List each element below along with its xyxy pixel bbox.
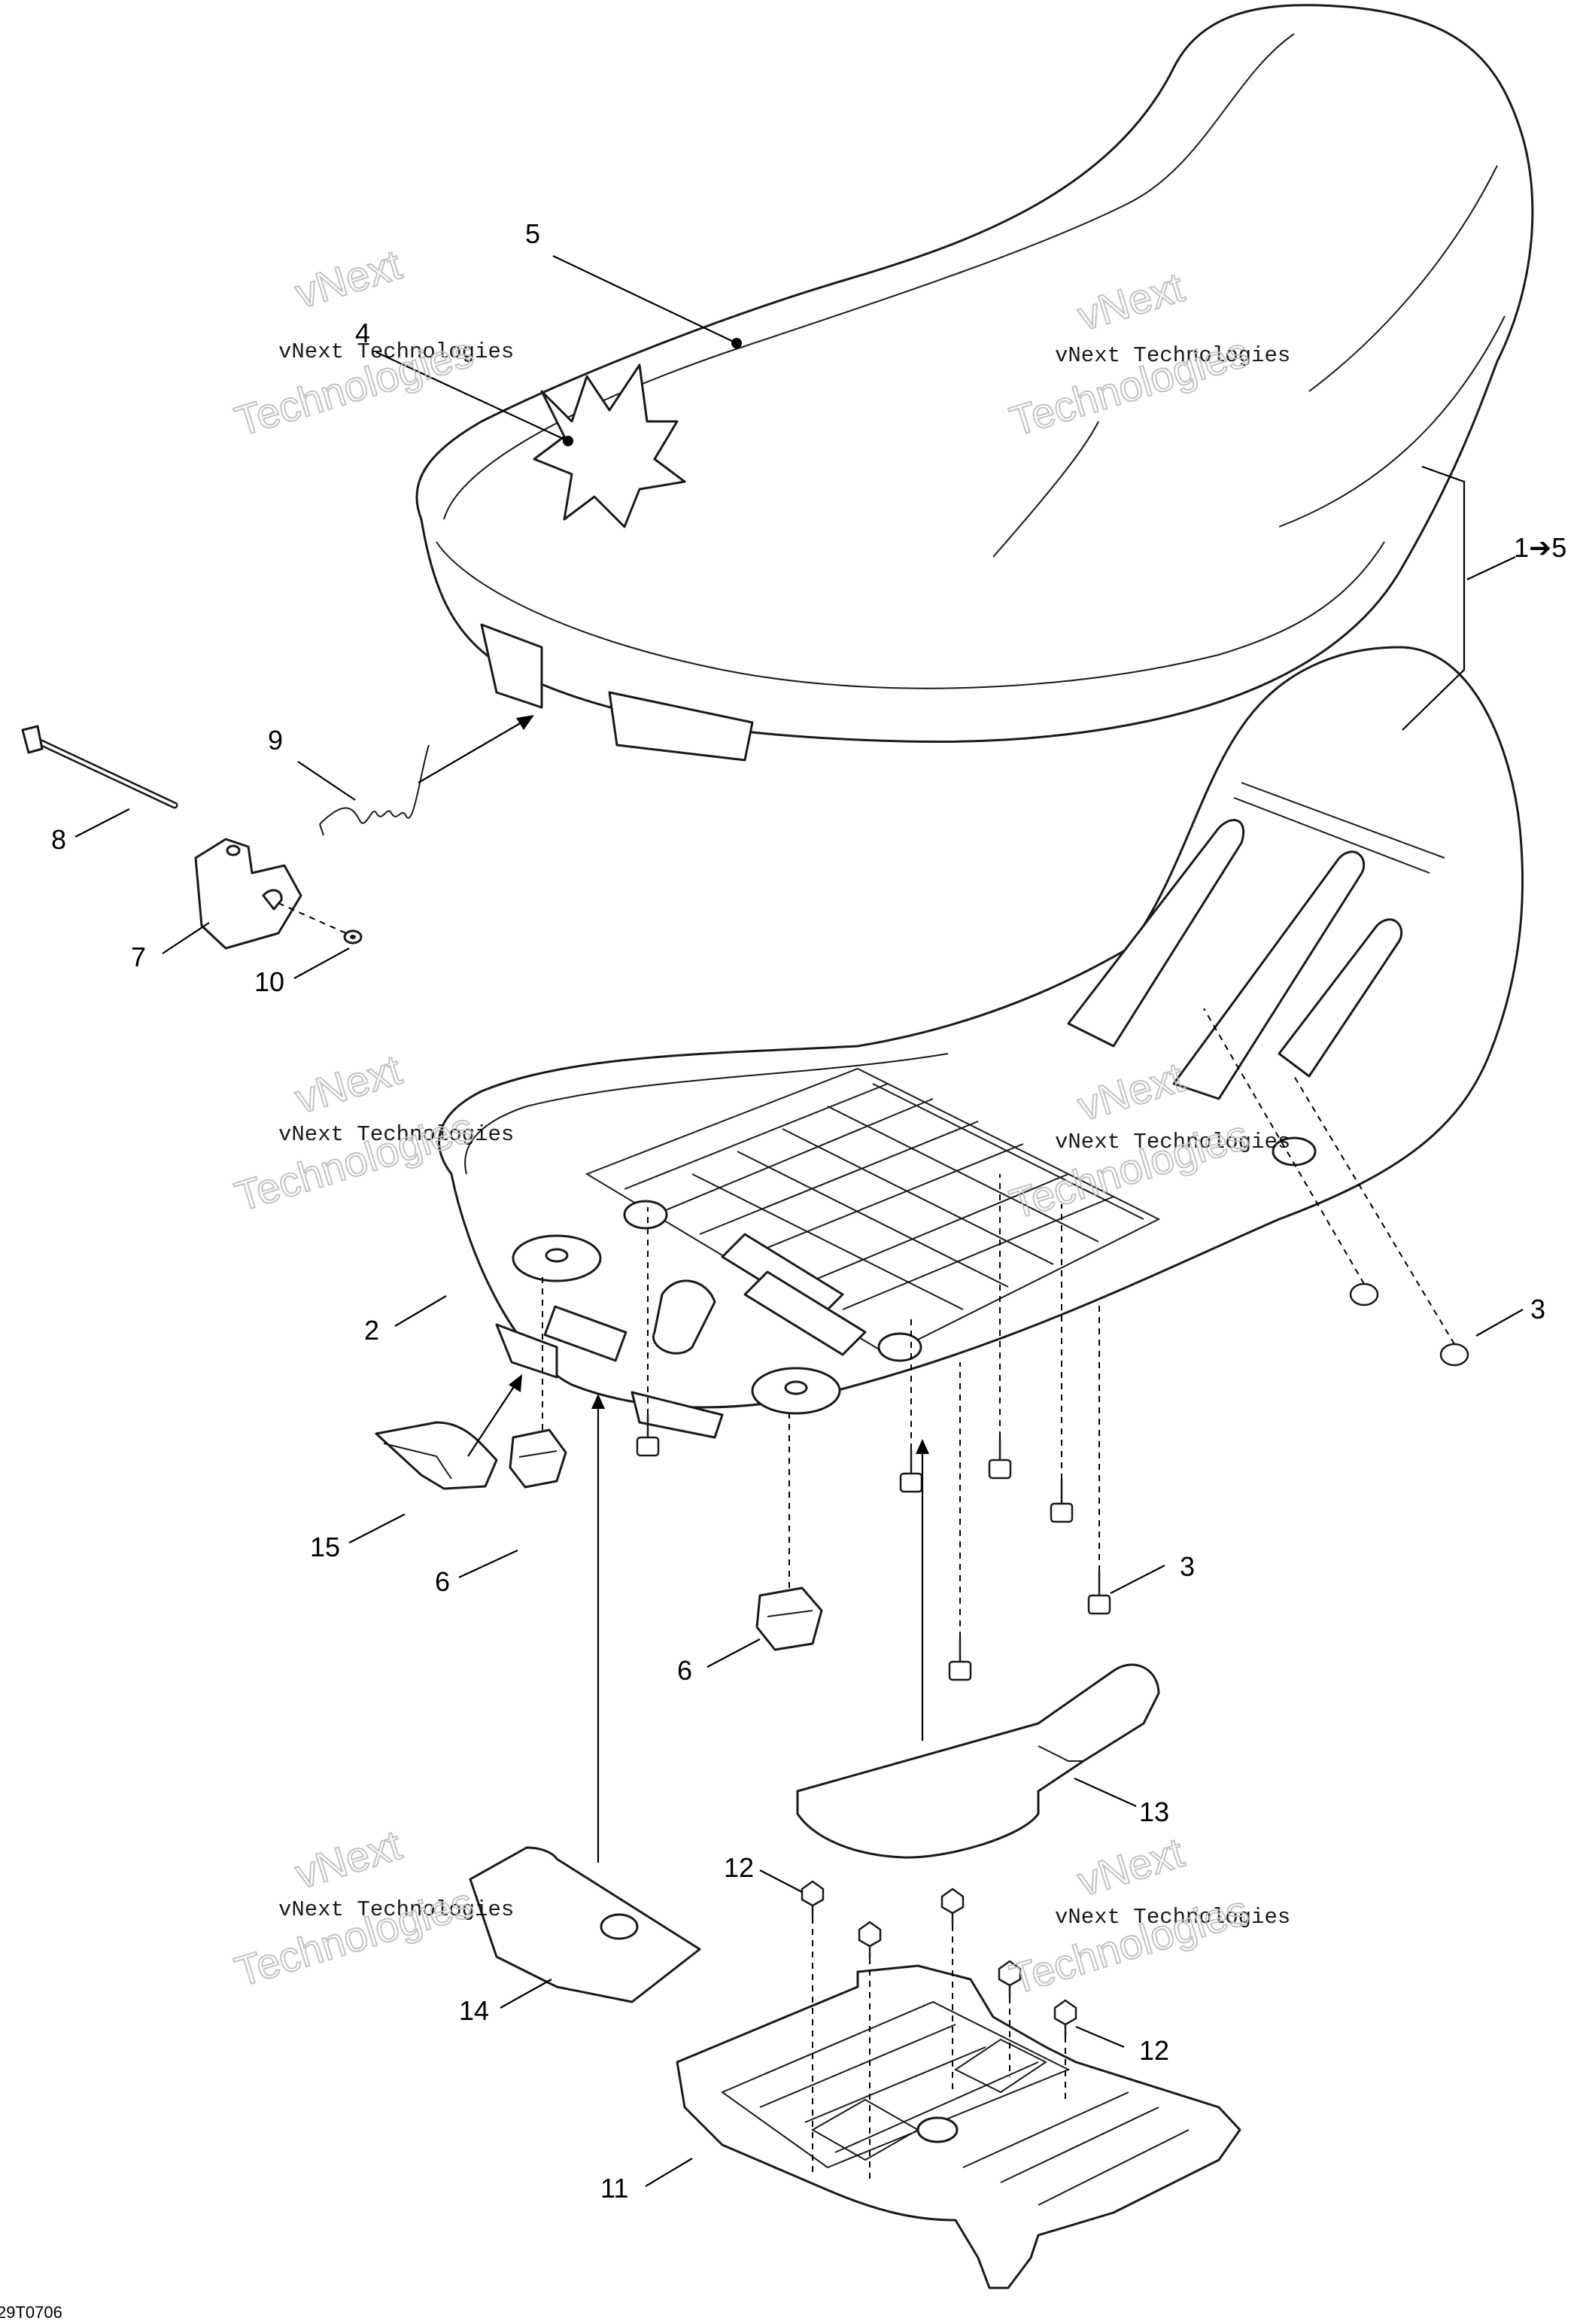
leader-lines xyxy=(74,255,1524,2187)
bolts xyxy=(801,1880,1077,2037)
callout-9: 9 xyxy=(268,725,283,756)
drawing-code: 29T0706 xyxy=(0,2303,62,2322)
svg-text:vNext Technologies: vNext Technologies xyxy=(1055,1130,1290,1154)
svg-text:vNext Technologies: vNext Technologies xyxy=(278,1122,514,1147)
callout-8: 8 xyxy=(51,824,66,855)
watermark-bottom-left: vNext vNext Technologies Technologies xyxy=(229,1820,514,1996)
callout-12b: 12 xyxy=(1139,2035,1169,2066)
svg-text:vNext: vNext xyxy=(1072,1828,1190,1905)
svg-text:vNext Technologies: vNext Technologies xyxy=(1055,1905,1290,1930)
skid-plate xyxy=(676,1880,1241,2289)
callout-13: 13 xyxy=(1139,1796,1169,1827)
callout-labels: 1➔5 2 3 3 4 5 6 6 7 8 9 10 11 12 12 13 1… xyxy=(51,218,1566,2204)
latch-hardware xyxy=(21,725,430,950)
callout-4: 4 xyxy=(355,318,370,348)
callout-6b: 6 xyxy=(677,1655,692,1686)
svg-text:vNext Technologies: vNext Technologies xyxy=(1055,343,1290,368)
svg-text:vNext: vNext xyxy=(290,1045,407,1122)
callout-14: 14 xyxy=(459,1995,489,2026)
callout-7: 7 xyxy=(131,941,146,972)
callout-3b: 3 xyxy=(1180,1551,1195,1582)
callout-15: 15 xyxy=(310,1532,340,1562)
svg-text:vNext: vNext xyxy=(290,1821,407,1897)
svg-text:vNext: vNext xyxy=(290,240,407,317)
assembly-arrows xyxy=(418,715,929,1863)
seat-base xyxy=(438,646,1524,1439)
kit-bracket xyxy=(1402,465,1516,731)
svg-text:vNext Technologies: vNext Technologies xyxy=(278,339,514,364)
seat-cushion xyxy=(415,4,1534,762)
svg-text:Technologies: Technologies xyxy=(229,1103,479,1221)
svg-text:Technologies: Technologies xyxy=(1004,1886,1253,2003)
callout-6a: 6 xyxy=(435,1566,450,1597)
callout-2: 2 xyxy=(364,1315,379,1346)
callout-1: 1➔5 xyxy=(1514,532,1566,563)
callout-12a: 12 xyxy=(724,1852,754,1883)
callout-10: 10 xyxy=(254,966,284,997)
callout-11: 11 xyxy=(600,2173,628,2204)
svg-text:vNext Technologies: vNext Technologies xyxy=(278,1897,514,1922)
callout-5: 5 xyxy=(525,218,540,249)
assembly-lines xyxy=(542,1008,1455,2183)
watermark-bottom-right: vNext vNext Technologies Technologies xyxy=(1004,1827,1290,2003)
covers xyxy=(375,1421,1160,2003)
svg-text:Technologies: Technologies xyxy=(229,1878,479,1996)
fasteners xyxy=(509,1282,1469,1681)
callout-3a: 3 xyxy=(1530,1294,1545,1325)
watermark-top-left: vNext vNext Technologies Technologies xyxy=(229,239,514,446)
